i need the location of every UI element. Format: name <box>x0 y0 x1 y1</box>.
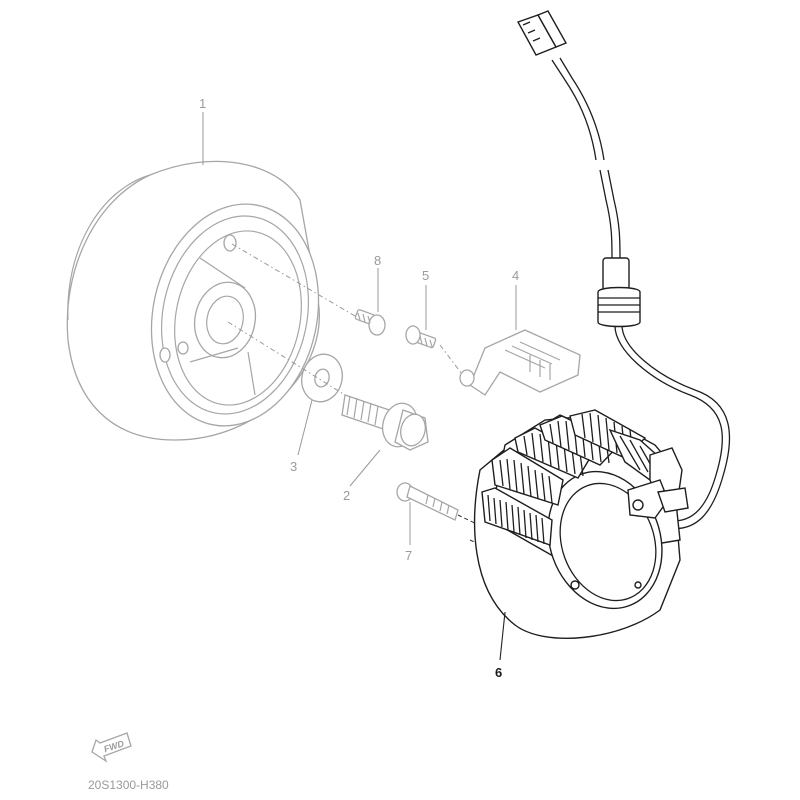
stator-assembly-part-6 <box>473 10 731 639</box>
washer-part-3 <box>301 353 343 403</box>
bolt-part-5 <box>405 325 437 349</box>
callout-leaders <box>202 112 517 661</box>
callout-4: 4 <box>512 268 519 283</box>
callout-1: 1 <box>199 96 206 111</box>
callout-3: 3 <box>290 459 297 474</box>
flange-bolt-part-2 <box>341 394 429 451</box>
bolt-part-8 <box>354 309 386 336</box>
callout-7: 7 <box>405 548 412 563</box>
bracket-plate-part-4 <box>459 329 581 396</box>
stator-coil-poles <box>481 409 670 546</box>
forward-direction-arrow: FWD <box>91 732 132 763</box>
callout-8: 8 <box>374 253 381 268</box>
flywheel-rotor <box>66 160 320 441</box>
callout-2: 2 <box>343 488 350 503</box>
drawing-code: 20S1300-H380 <box>88 778 169 792</box>
long-screw-part-7 <box>396 482 459 521</box>
callout-labels: 1 8 5 4 3 2 7 6 <box>199 96 519 680</box>
callout-6: 6 <box>495 665 502 680</box>
callout-5: 5 <box>422 268 429 283</box>
